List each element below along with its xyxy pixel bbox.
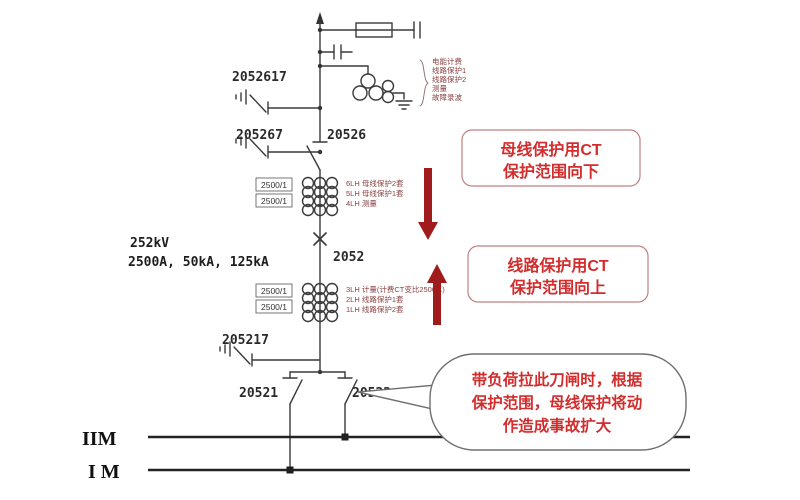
fuse-symbol	[355, 22, 393, 38]
ct-group-upper-symbol: 2500/1 2500/1 6LH 母线保护2套 5LH 母线保护1套 4LH …	[255, 176, 404, 217]
ct-upper-winding-label: 4LH 测量	[346, 199, 377, 208]
ct-upper-ratio: 2500/1	[261, 196, 287, 206]
disconnector-20526-symbol	[306, 141, 328, 171]
earth-switch-205267-symbol	[235, 133, 321, 159]
earth-switch-mid-label: 205267	[236, 128, 283, 143]
brace-icon	[419, 59, 429, 107]
earth-switch-bottom-label: 205217	[222, 333, 269, 348]
pt-output-item: 测量	[432, 84, 447, 93]
pt-output-item: 电能计费	[432, 56, 462, 66]
pt-output-list: 电能计费 线路保护1 线路保护2 测量 故障录波	[432, 56, 466, 102]
bubble-line2: 保护范围，母线保护将动	[471, 393, 643, 412]
disconnector-20521-blade	[289, 379, 303, 405]
callout-bus-ct-line2: 保护范围向下	[502, 162, 599, 181]
bubble-line3: 作造成事故扩大	[503, 416, 612, 435]
ct-lower-winding-label: 2LH 线路保护1套	[346, 294, 404, 304]
breaker-label: 2052	[333, 250, 364, 265]
current-rating: 2500A, 50kA, 125kA	[128, 255, 269, 270]
callout-line-ct: 线路保护用CT 保护范围向上	[467, 245, 649, 303]
callout-line-ct-line1: 线路保护用CT	[507, 256, 609, 275]
disconnector-20522-blade	[344, 379, 358, 405]
busbar-1-label: I M	[88, 461, 120, 483]
ground-icon	[395, 100, 413, 110]
coupling-capacitor-branch	[319, 44, 353, 60]
breaker-2052-symbol	[313, 232, 327, 246]
feeder-top-arrow-icon	[316, 12, 324, 24]
ct-upper-winding-label: 6LH 母线保护2套	[346, 178, 404, 188]
callout-bus-ct-line1: 母线保护用CT	[500, 140, 602, 159]
busbars: IIM I M	[82, 428, 690, 483]
ct-lower-winding-label: 1LH 线路保护2套	[346, 304, 404, 314]
bubble-line1: 带负荷拉此刀闸时，根据	[472, 370, 643, 389]
earth-switch-205217-symbol	[219, 341, 321, 367]
callout-bus-ct: 母线保护用CT 保护范围向下	[461, 129, 641, 187]
voltage-rating: 252kV	[130, 236, 169, 251]
main-feeder-line	[316, 12, 324, 373]
ct-lower-ratio: 2500/1	[261, 302, 287, 312]
ct-upper-ratio: 2500/1	[261, 180, 287, 190]
pt-output-item: 线路保护2	[432, 74, 466, 84]
bus-selector-disconnectors	[282, 371, 358, 474]
pt-fuse-branch	[319, 21, 421, 39]
voltage-transformer-symbol	[319, 59, 429, 110]
earth-switch-2052617-symbol	[235, 89, 321, 115]
warning-bubble: 带负荷拉此刀闸时，根据 保护范围，母线保护将动 作造成事故扩大	[357, 353, 687, 451]
callout-line-ct-line2: 保护范围向上	[509, 278, 606, 297]
pt-output-item: 线路保护1	[432, 65, 466, 75]
line-ct-range-up-arrow-icon	[427, 264, 447, 325]
ct-upper-windings-icon	[301, 176, 339, 217]
ct-lower-ratio: 2500/1	[261, 286, 287, 296]
bus-ct-range-down-arrow-icon	[418, 168, 438, 240]
ct-group-lower-symbol: 2500/1 2500/1 3LH 计量(计费CT变比2500/1) 2LH 线…	[255, 282, 445, 323]
ct-lower-windings-icon	[301, 282, 339, 323]
ct-upper-winding-label: 5LH 母线保护1套	[346, 188, 404, 198]
earth-switch-top-label: 2052617	[232, 70, 287, 85]
pt-output-item: 故障录波	[432, 92, 462, 102]
busbar-2-label: IIM	[82, 428, 117, 450]
ct-lower-winding-label: 3LH 计量(计费CT变比2500/1)	[346, 284, 445, 294]
bus1-disconnector-label: 20521	[239, 386, 278, 401]
bus-disconnector-label: 20526	[327, 128, 366, 143]
